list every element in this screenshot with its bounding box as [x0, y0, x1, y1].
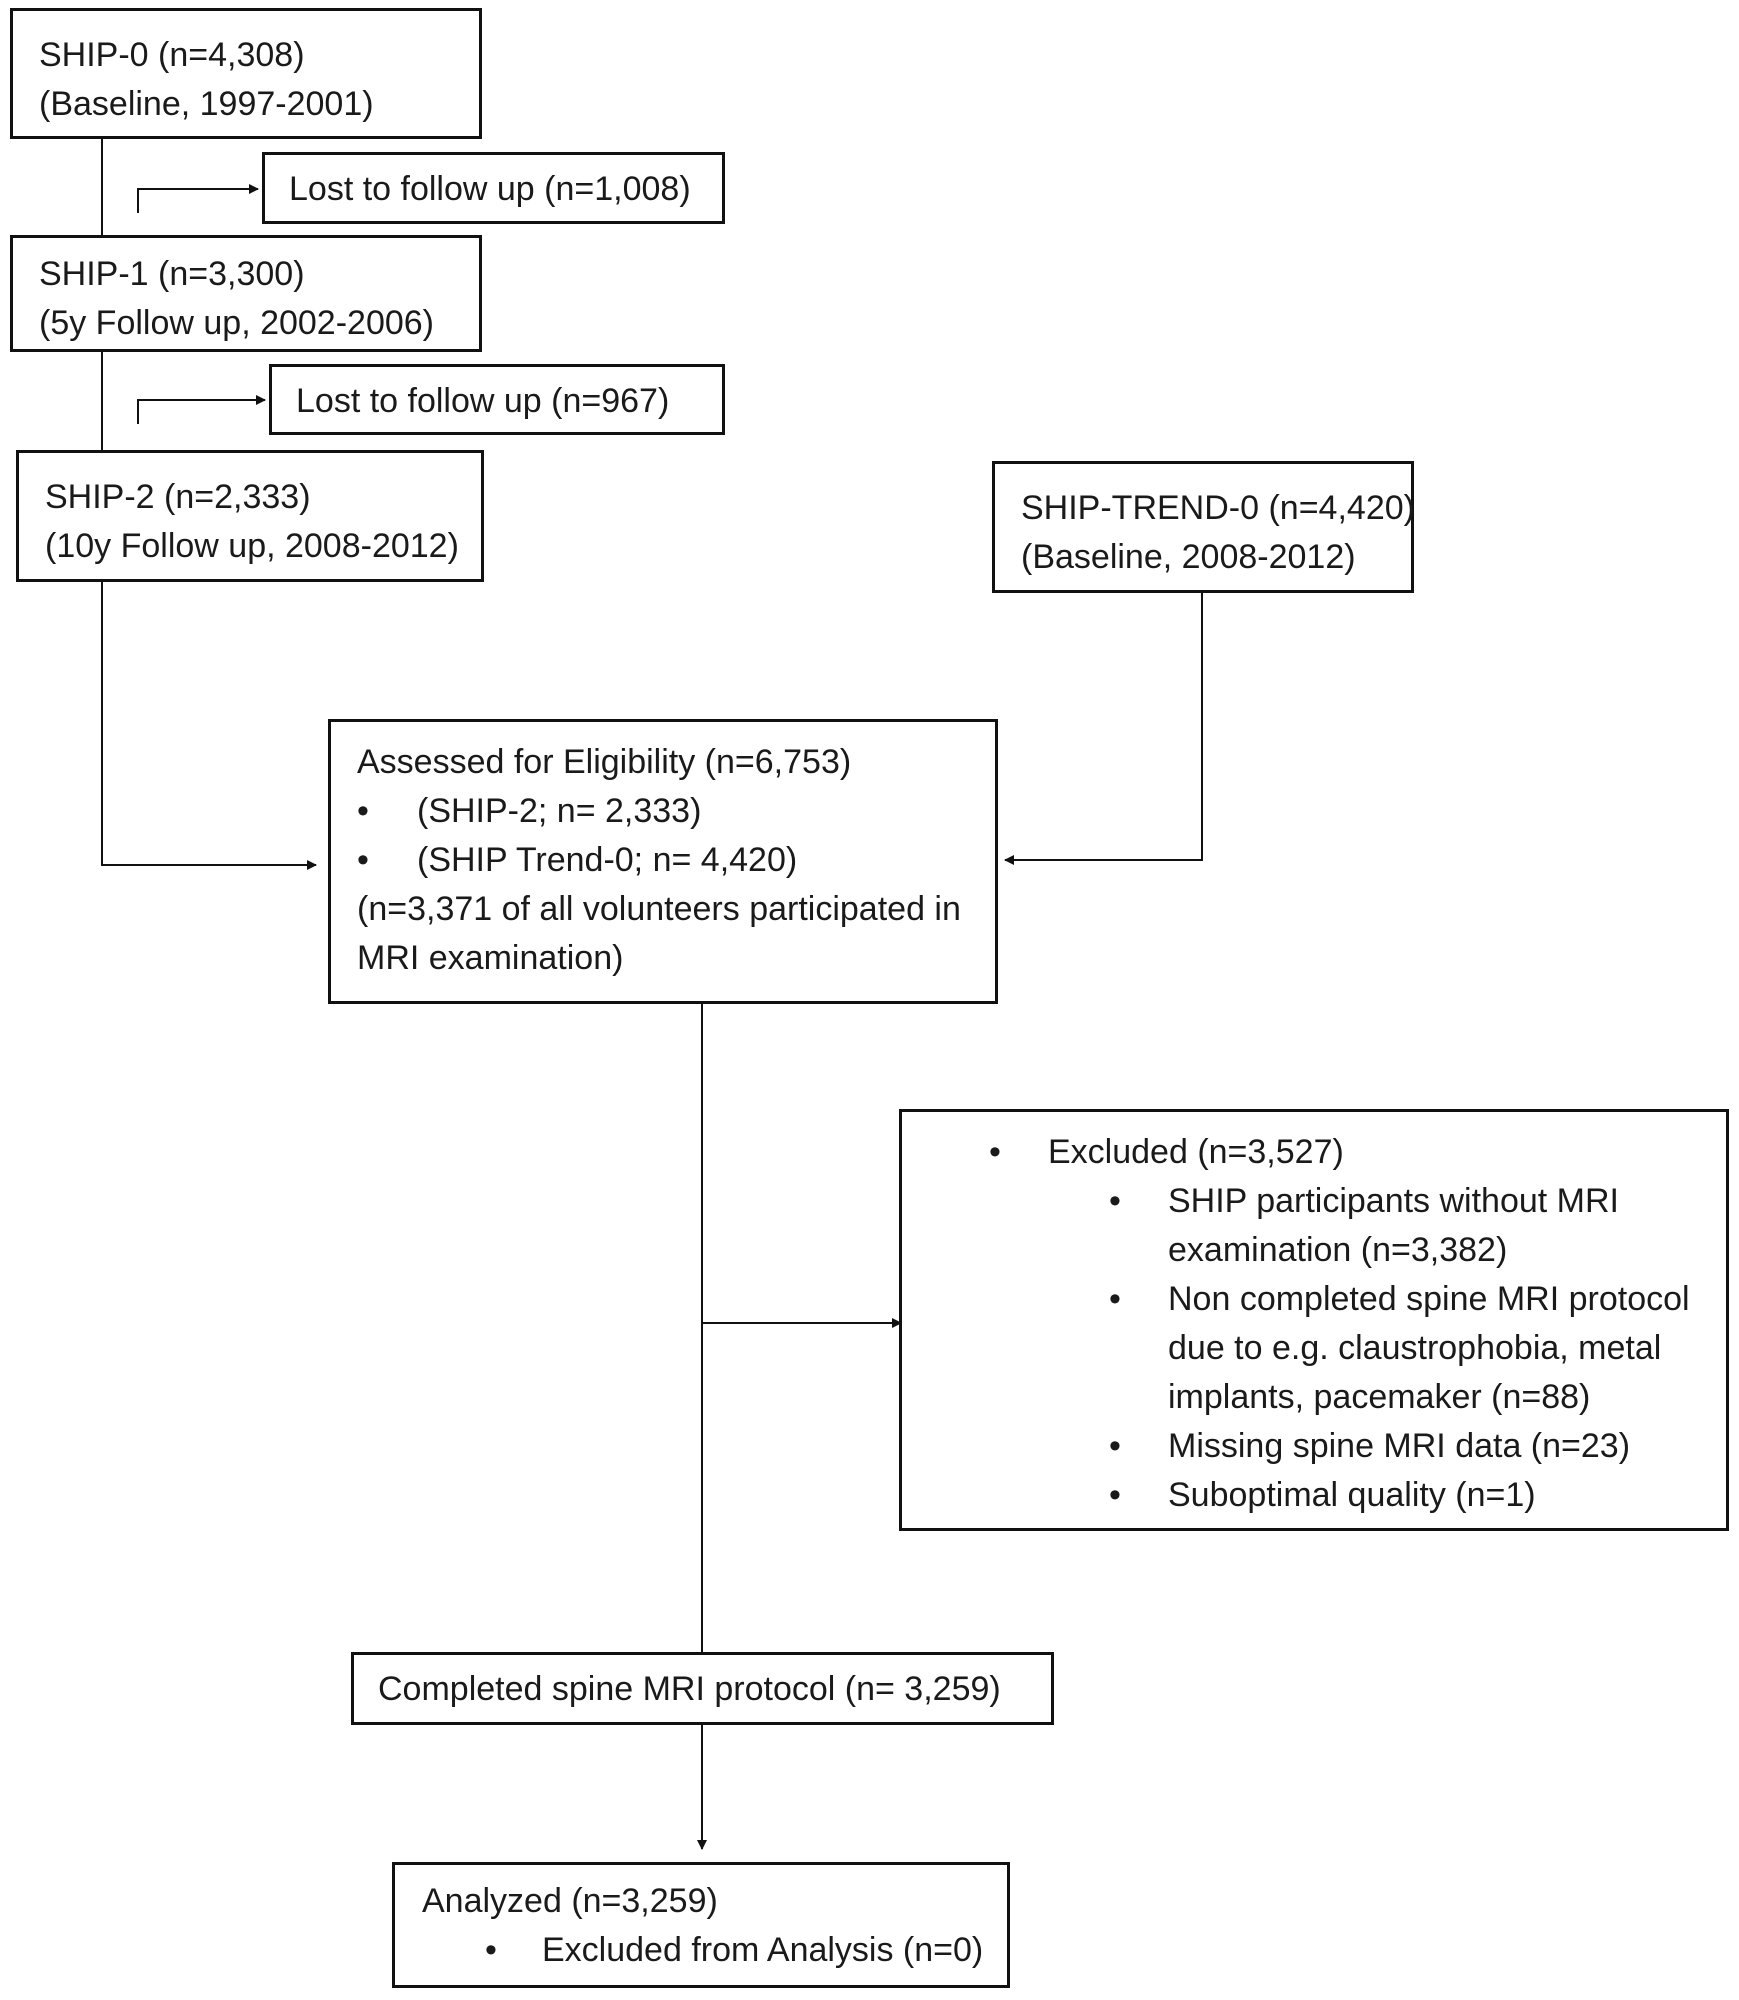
ship0-period: (Baseline, 1997-2001) — [39, 85, 374, 123]
excluded-reason-noncompleted-line2: due to e.g. claustrophobia, metal — [1168, 1329, 1662, 1367]
excluded-reason-no-mri: • SHIP participants without MRI examinat… — [902, 1177, 1726, 1275]
ship2-title: SHIP-2 (n=2,333) — [45, 478, 311, 516]
bullet: • — [357, 841, 369, 879]
excluded-box: • Excluded (n=3,527) • SHIP participants… — [899, 1109, 1729, 1531]
ship1-period: (5y Follow up, 2002-2006) — [39, 304, 435, 342]
completed-label: Completed spine MRI protocol (n= 3,259) — [378, 1670, 1001, 1708]
lost-followup-1-label: Lost to follow up (n=1,008) — [289, 170, 691, 208]
ship0-box: SHIP-0 (n=4,308) (Baseline, 1997-2001) — [10, 8, 482, 139]
excluded-reason-quality: • Suboptimal quality (n=1) — [902, 1471, 1726, 1520]
ship-trend0-title: SHIP-TREND-0 (n=4,420) — [1021, 489, 1415, 527]
eligibility-title: Assessed for Eligibility (n=6,753) — [357, 743, 852, 781]
eligibility-item-trend: • (SHIP Trend-0; n= 4,420) — [357, 836, 995, 885]
excluded-reason-missing-line1: Missing spine MRI data (n=23) — [1168, 1427, 1631, 1465]
bullet: • — [485, 1931, 497, 1969]
excluded-reason-quality-line1: Suboptimal quality (n=1) — [1168, 1476, 1536, 1514]
excluded-reason-noncompleted: • Non completed spine MRI protocol due t… — [902, 1275, 1726, 1422]
eligibility-item-trend-label: (SHIP Trend-0; n= 4,420) — [417, 841, 798, 879]
ship-trend0-period: (Baseline, 2008-2012) — [1021, 538, 1356, 576]
arrow-trend-eligibility — [1004, 593, 1203, 865]
bullet: • — [357, 792, 369, 830]
analyzed-box: Analyzed (n=3,259) • Excluded from Analy… — [392, 1862, 1010, 1988]
ship2-box: SHIP-2 (n=2,333) (10y Follow up, 2008-20… — [16, 450, 484, 582]
excluded-title: • Excluded (n=3,527) — [902, 1128, 1726, 1177]
eligibility-box: Assessed for Eligibility (n=6,753) • (SH… — [328, 719, 998, 1004]
bullet: • — [1109, 1182, 1121, 1220]
arrow-ship2-eligibility — [101, 582, 317, 870]
eligibility-item-ship2: • (SHIP-2; n= 2,333) — [357, 787, 995, 836]
lost-followup-2-box: Lost to follow up (n=967) — [269, 364, 725, 435]
arrow-lost1 — [137, 184, 259, 213]
eligibility-note-continued: MRI examination) — [357, 939, 624, 977]
analyzed-item-label: Excluded from Analysis (n=0) — [542, 1931, 984, 1969]
analyzed-title: Analyzed (n=3,259) — [422, 1882, 718, 1920]
excluded-title-label: Excluded (n=3,527) — [1048, 1133, 1344, 1171]
ship0-title: SHIP-0 (n=4,308) — [39, 36, 305, 74]
ship1-title: SHIP-1 (n=3,300) — [39, 255, 305, 293]
bullet: • — [989, 1133, 1001, 1171]
eligibility-note: (n=3,371 of all volunteers participated … — [357, 890, 961, 928]
bullet: • — [1109, 1280, 1121, 1318]
ship-trend0-box: SHIP-TREND-0 (n=4,420) (Baseline, 2008-2… — [992, 461, 1415, 593]
excluded-reason-no-mri-line1: SHIP participants without MRI — [1168, 1182, 1619, 1220]
completed-box: Completed spine MRI protocol (n= 3,259) — [351, 1652, 1054, 1725]
arrow-lost2 — [137, 395, 266, 424]
ship2-period: (10y Follow up, 2008-2012) — [45, 527, 459, 565]
lost-followup-2-label: Lost to follow up (n=967) — [296, 382, 670, 420]
excluded-reason-noncompleted-line3: implants, pacemaker (n=88) — [1168, 1378, 1591, 1416]
excluded-reason-no-mri-line2: examination (n=3,382) — [1168, 1231, 1508, 1269]
excluded-reason-missing: • Missing spine MRI data (n=23) — [902, 1422, 1726, 1471]
ship1-box: SHIP-1 (n=3,300) (5y Follow up, 2002-200… — [10, 235, 482, 352]
excluded-reason-noncompleted-line1: Non completed spine MRI protocol — [1168, 1280, 1690, 1318]
lost-followup-1-box: Lost to follow up (n=1,008) — [262, 152, 725, 224]
bullet: • — [1109, 1476, 1121, 1514]
eligibility-item-ship2-label: (SHIP-2; n= 2,333) — [417, 792, 702, 830]
bullet: • — [1109, 1427, 1121, 1465]
analyzed-item: • Excluded from Analysis (n=0) — [422, 1926, 1007, 1975]
